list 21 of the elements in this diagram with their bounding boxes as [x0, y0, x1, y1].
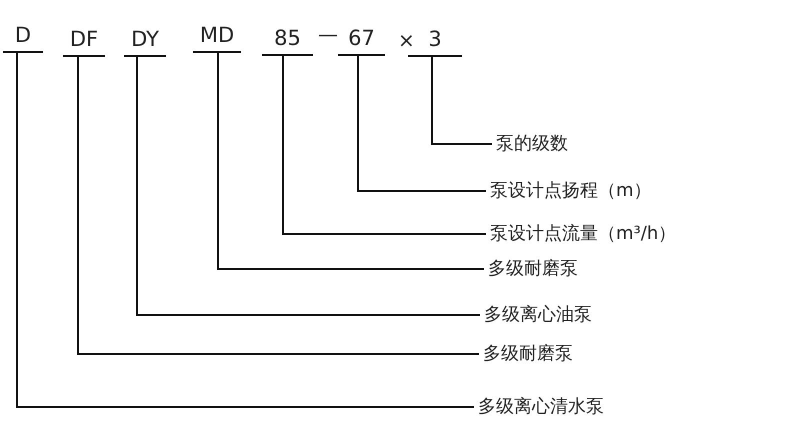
meaning-label: 多级离心油泵	[484, 303, 634, 327]
code-segment: 85	[262, 25, 313, 56]
leader-line	[217, 53, 484, 270]
leader-line	[136, 57, 480, 316]
meaning-label: 多级耐磨泵	[483, 342, 613, 366]
meaning-label: 多级离心清水泵	[478, 395, 658, 419]
meaning-label: 泵的级数	[496, 132, 616, 156]
meaning-label: 泵设计点流量（m³/h）	[490, 222, 760, 246]
leader-line	[431, 57, 492, 145]
leader-line	[77, 57, 479, 355]
code-segment: DF	[63, 26, 105, 57]
dash-separator: —	[318, 22, 338, 46]
leader-line	[16, 53, 474, 408]
code-segment: D	[3, 22, 43, 53]
code-segment: MD	[193, 22, 241, 53]
code-segment: 67	[338, 25, 385, 56]
code-segment: DY	[124, 26, 166, 57]
meaning-label: 泵设计点扬程（m）	[490, 179, 690, 203]
meaning-label: 多级耐磨泵	[488, 257, 618, 281]
leader-line	[357, 56, 486, 192]
leader-line	[282, 56, 486, 235]
